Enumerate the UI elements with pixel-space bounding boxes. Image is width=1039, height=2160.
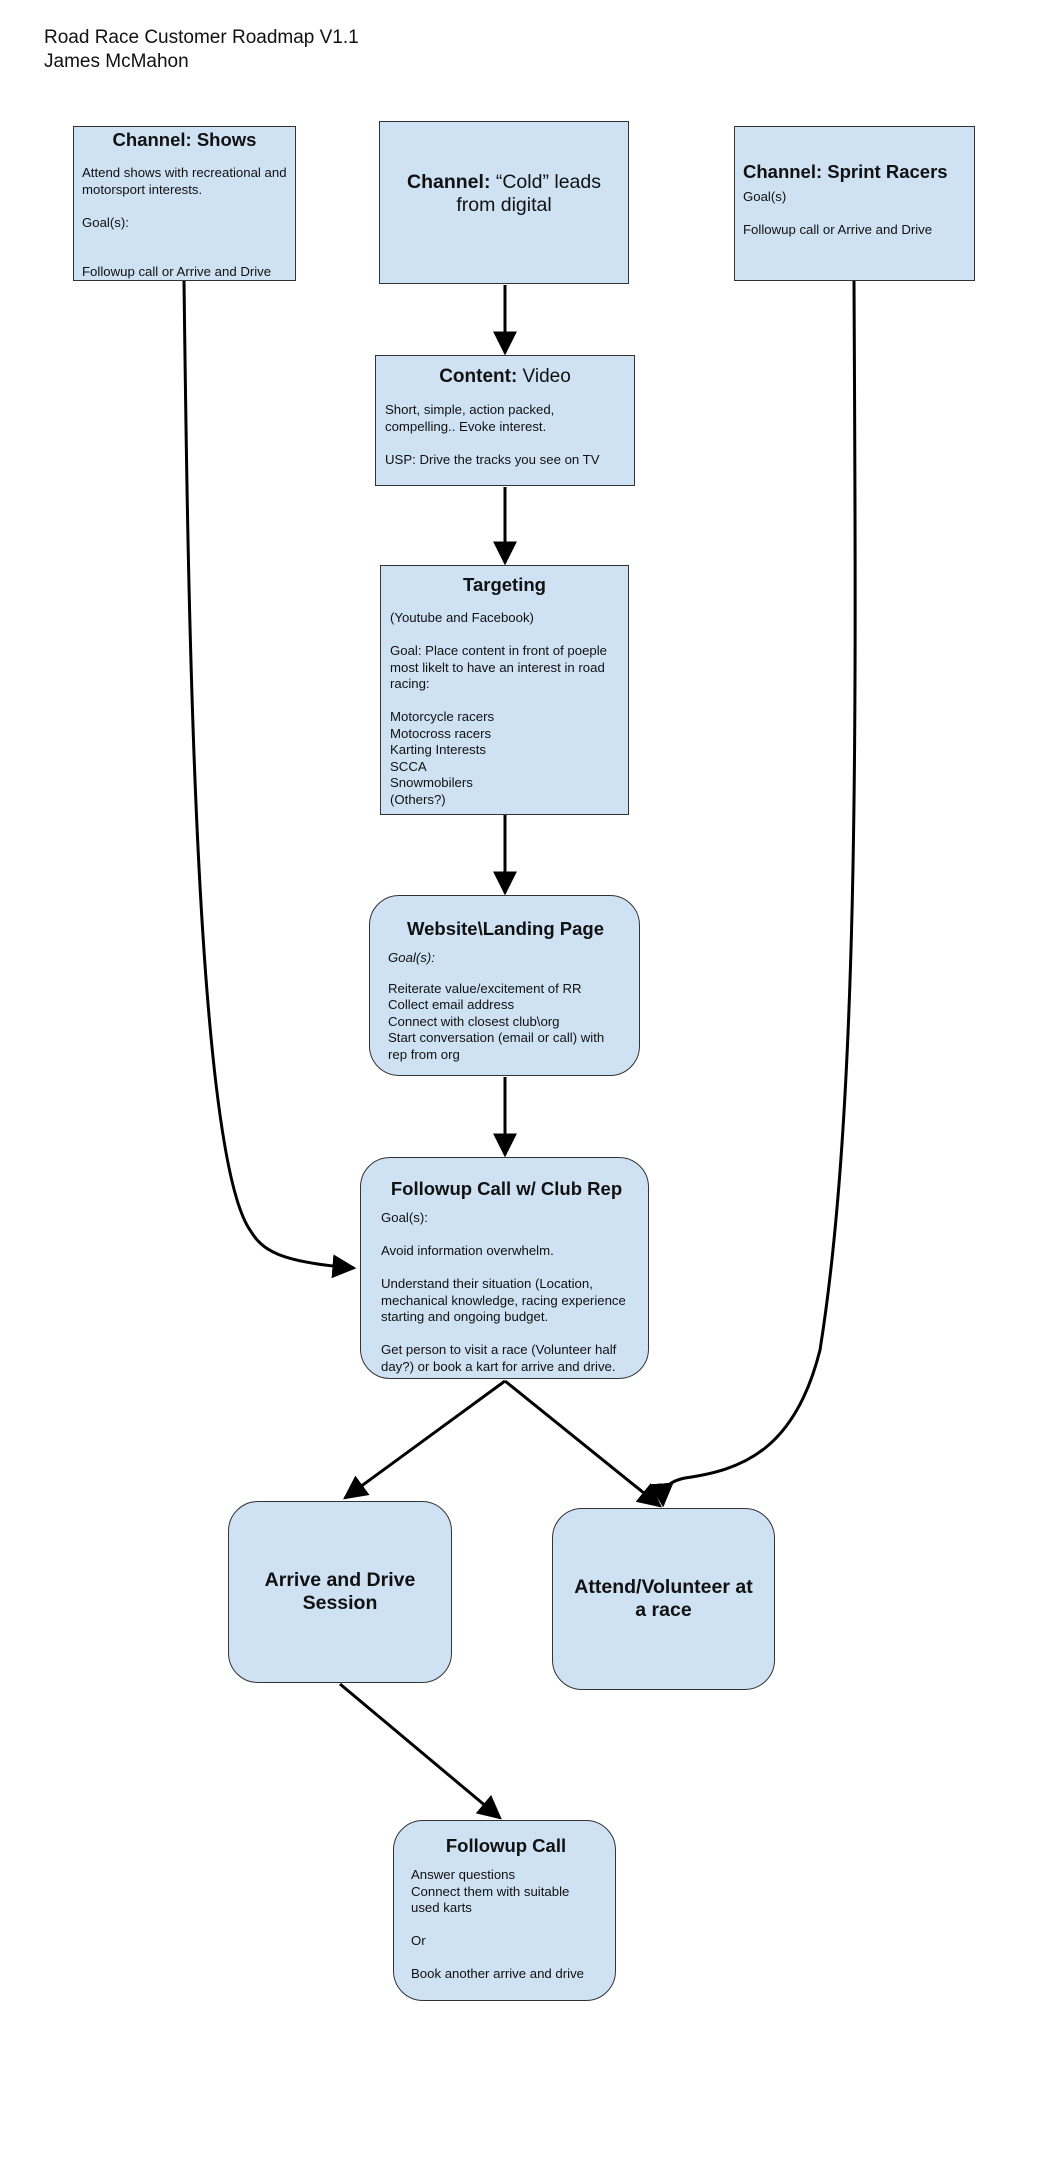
title-rest: “Cold” leads from digital (456, 170, 601, 216)
node-text: (Youtube and Facebook) Goal: Place conte… (390, 610, 608, 807)
arrow-followup-to-arrive (343, 1379, 506, 1500)
arrow-followup-to-volunteer (504, 1379, 662, 1508)
node-channel-shows: Channel: Shows Attend shows with recreat… (73, 126, 296, 281)
arrow-sprint-to-volunteer (649, 280, 857, 1508)
node-text: Attend shows with recreational and motor… (82, 165, 287, 279)
node-title: Channel: “Cold” leads from digital (398, 171, 610, 217)
node-attend-volunteer: Attend/Volunteer at a race (552, 1508, 775, 1690)
node-followup-club-rep: Followup Call w/ Club Rep Goal(s): Avoid… (360, 1157, 649, 1379)
diagram-header: Road Race Customer Roadmap V1.1 James Mc… (44, 26, 359, 74)
diagram-title: Road Race Customer Roadmap V1.1 (44, 27, 359, 48)
node-targeting: Targeting (Youtube and Facebook) Goal: P… (380, 565, 629, 815)
node-text: Goal(s): Avoid information overwhelm. Un… (381, 1210, 626, 1374)
node-title: Followup Call (445, 1835, 567, 1856)
arrow-arrive-to-followup-call (339, 1682, 502, 1820)
node-title: Channel: Sprint Racers (743, 161, 948, 182)
node-channel-cold-leads: Channel: “Cold” leads from digital (379, 121, 629, 284)
node-title: Website\Landing Page (406, 918, 605, 939)
node-followup-call: Followup Call Answer questions Connect t… (393, 1820, 616, 2001)
node-goal-label: Goal(s): (388, 950, 435, 965)
node-title: Arrive and Drive Session (264, 1569, 416, 1614)
node-channel-sprint-racers: Channel: Sprint Racers Goal(s) Followup … (734, 126, 975, 281)
node-text: Reiterate value/excitement of RR Collect… (388, 980, 605, 1062)
node-arrive-and-drive: Arrive and Drive Session (228, 1501, 452, 1683)
diagram-author: James McMahon (44, 51, 189, 72)
node-title: Channel: Shows (112, 129, 257, 150)
title-bold: Channel: (407, 170, 491, 193)
arrow-shows-to-followup (182, 280, 357, 1279)
node-text: Answer questions Connect them with suita… (411, 1867, 585, 1981)
node-title: Targeting (463, 574, 546, 595)
node-text: Short, simple, action packed, compelling… (385, 402, 600, 467)
node-content-video: Content: Video Short, simple, action pac… (375, 355, 635, 486)
node-title: Content: Video (385, 366, 625, 388)
title-bold: Content: (439, 366, 518, 387)
node-website-landing-page: Website\Landing Page Goal(s): Reiterate … (369, 895, 640, 1076)
node-text: Goal(s) Followup call or Arrive and Driv… (743, 189, 933, 237)
node-title: Followup Call w/ Club Rep (390, 1178, 623, 1199)
node-title: Attend/Volunteer at a race (574, 1576, 753, 1621)
title-rest: Video (517, 366, 571, 387)
